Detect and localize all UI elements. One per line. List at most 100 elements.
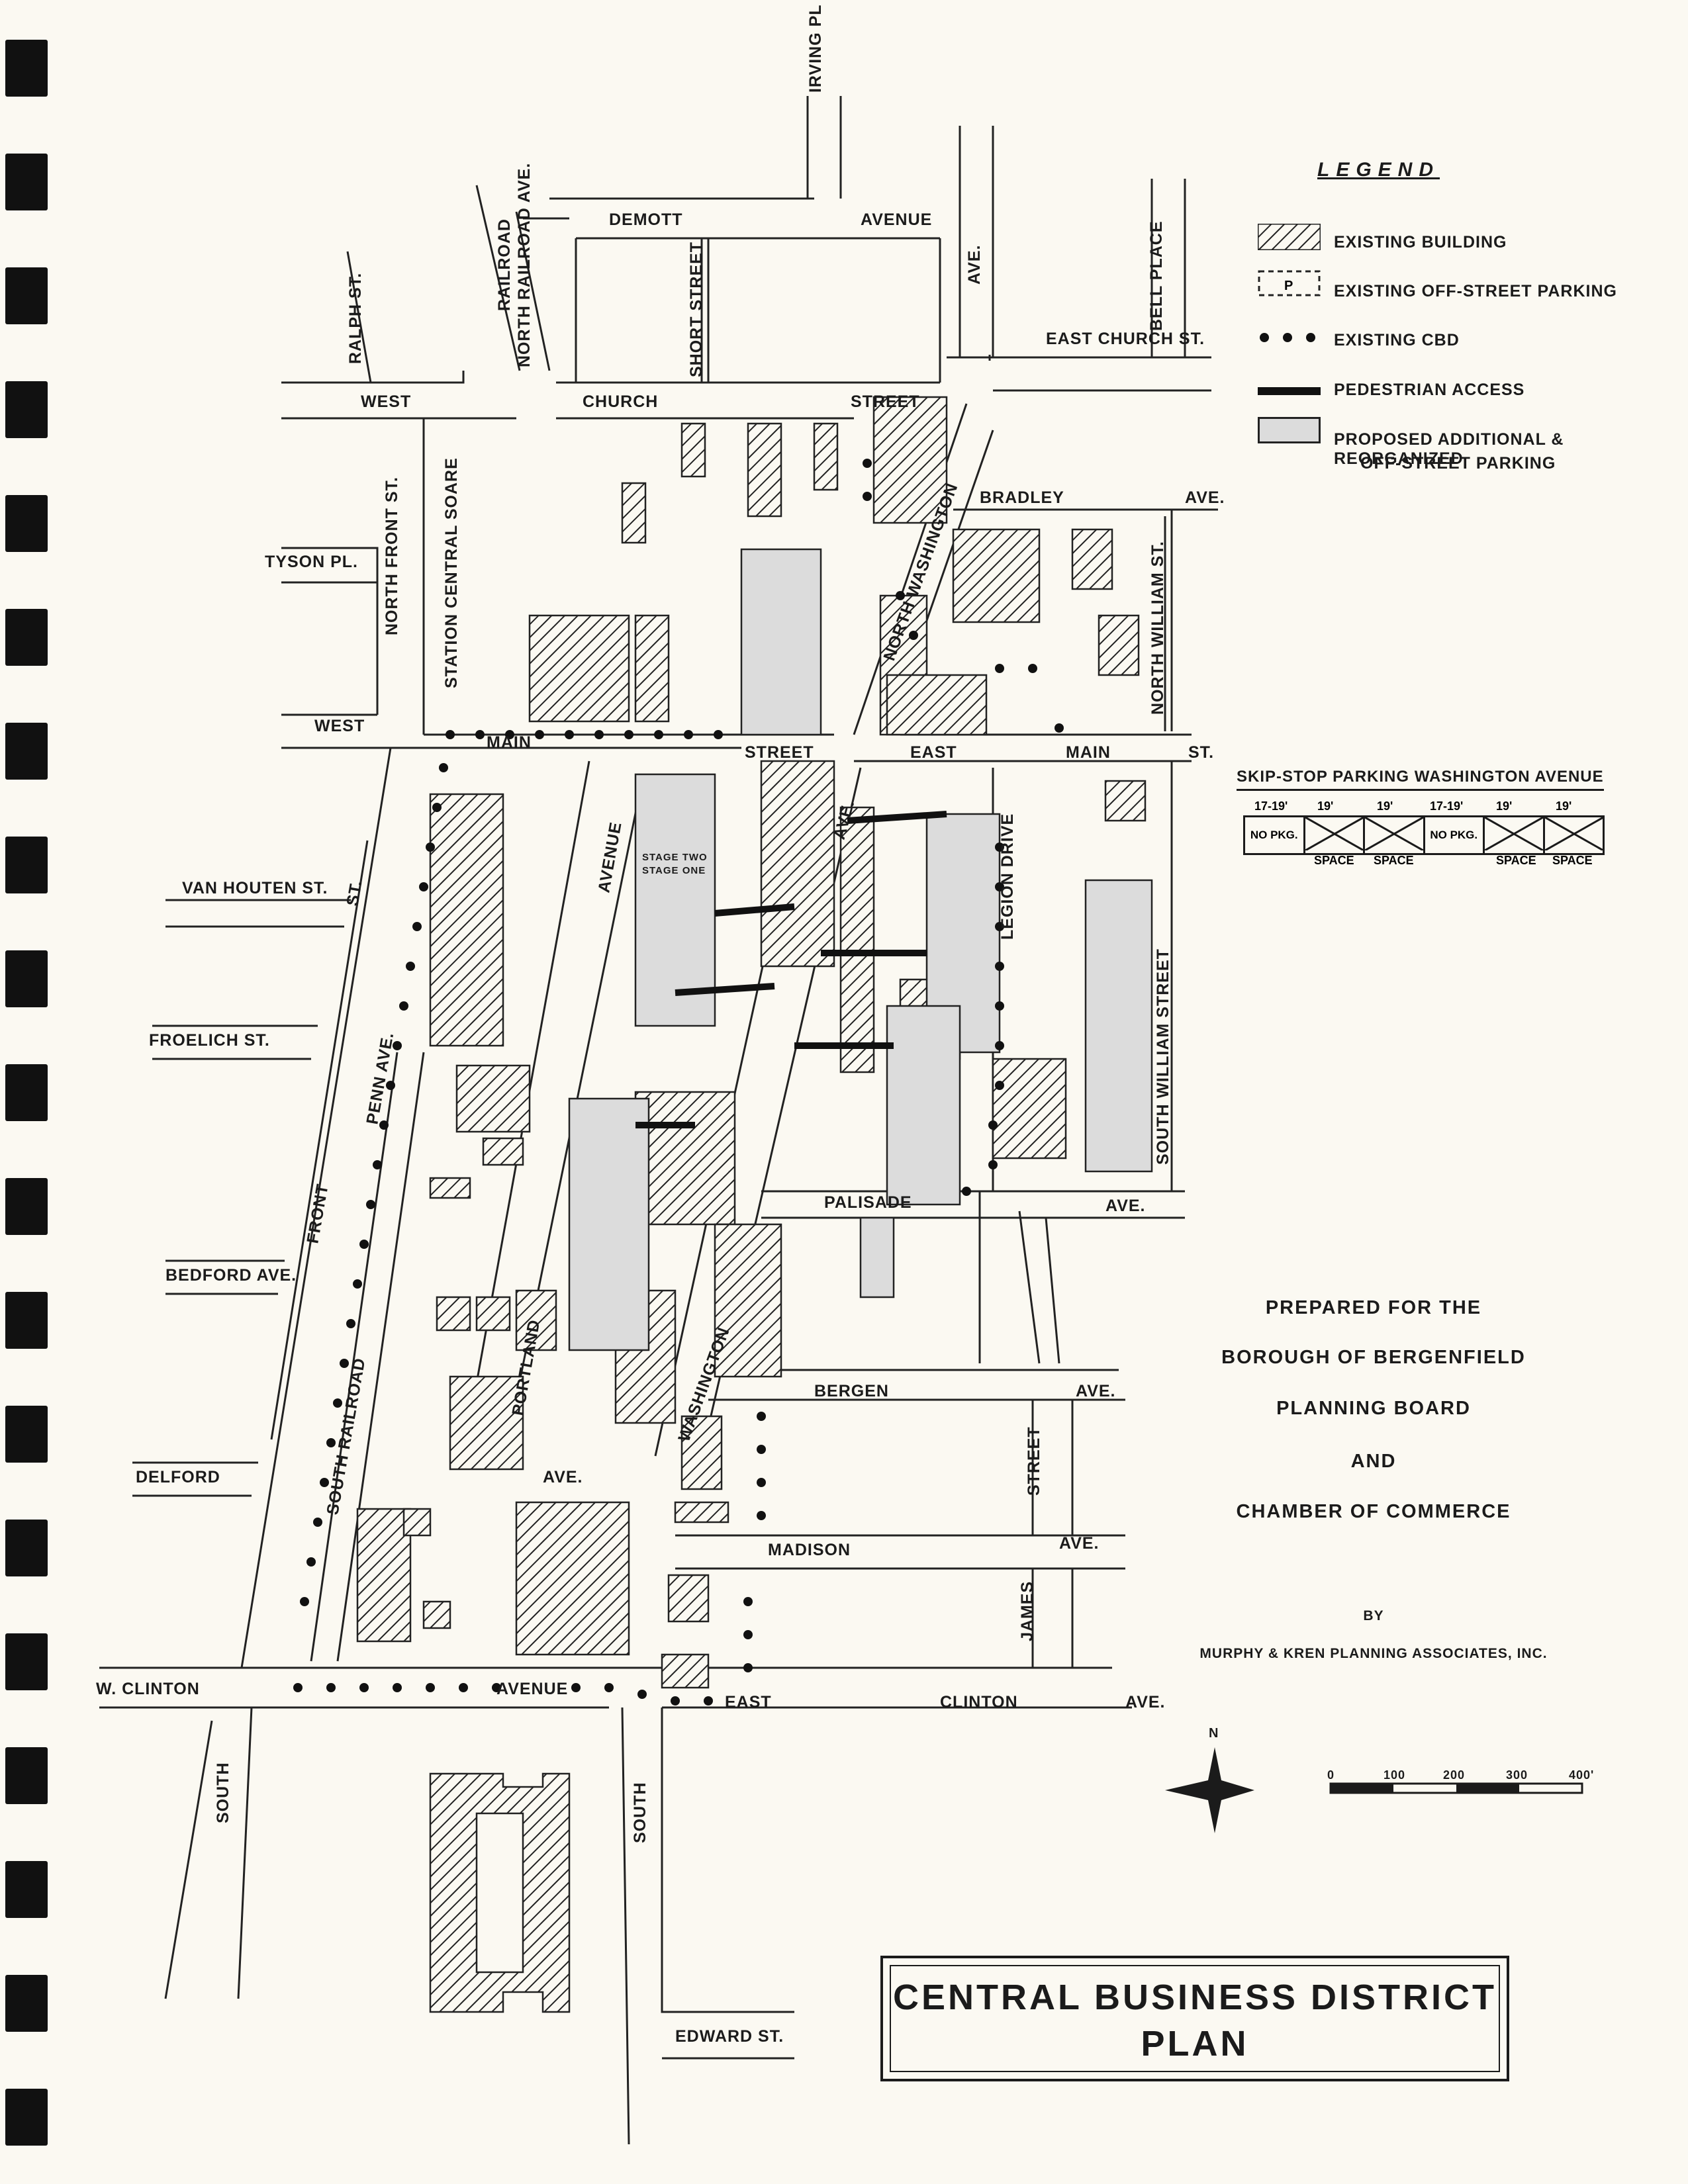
label-palisade-ave: AVE.: [1105, 1197, 1146, 1215]
scale-bar: 0 100 200 300 400': [1327, 1768, 1594, 1794]
binding-ring: [5, 1975, 48, 2032]
spiral-binding: [0, 0, 60, 2184]
label-clinton-ave: AVE.: [1125, 1693, 1166, 1711]
skip-dim-4: 17-19': [1430, 799, 1464, 813]
skip-cell-space-2: [1365, 817, 1425, 853]
label-madison: MADISON: [768, 1541, 851, 1559]
binding-ring: [5, 2089, 48, 2146]
label-short-street: SHORT STREET: [687, 242, 706, 377]
cbd-boundary: [293, 459, 1064, 1706]
label-front-st: ST.: [343, 879, 365, 907]
label-portland: PORTLAND: [508, 1318, 543, 1418]
label-main-street: STREET: [745, 743, 814, 762]
skip-cell-no-pkg-2: NO PKG.: [1425, 817, 1485, 853]
binding-ring: [5, 1861, 48, 1918]
scale-tick-300: 300: [1506, 1768, 1528, 1782]
label-bradley: BRADLEY: [980, 488, 1064, 507]
legend-existing-cbd: EXISTING CBD: [1334, 331, 1460, 349]
binding-ring: [5, 267, 48, 324]
prepared-line-4: AND: [1350, 1451, 1397, 1472]
label-stage-one: STAGE ONE: [642, 865, 706, 876]
legend-proposed-parking-2: OFF-STREET PARKING: [1360, 454, 1556, 473]
skip-stop-diagram: NO PKG. NO PKG.: [1243, 815, 1605, 855]
label-james-street: STREET: [1025, 1426, 1043, 1496]
label-bradley-ave: AVE.: [1185, 488, 1225, 507]
binding-ring: [5, 723, 48, 780]
label-ave: AVE.: [965, 245, 984, 285]
prepared-line-5: CHAMBER OF COMMERCE: [1236, 1501, 1511, 1522]
prepared-by: BY: [1363, 1608, 1384, 1623]
scale-tick-100: 100: [1383, 1768, 1405, 1782]
prepared-line-3: PLANNING BOARD: [1276, 1398, 1471, 1419]
binding-ring: [5, 1064, 48, 1121]
label-penn-ave: PENN AVE.: [363, 1030, 397, 1126]
skip-dim-6: 19': [1556, 799, 1572, 813]
north-arrow: N: [1165, 1726, 1254, 1833]
label-west-church: WEST: [361, 392, 411, 411]
label-north-railroad-ave: NORTH RAILROAD AVE.: [515, 163, 534, 367]
skip-dim-1: 17-19': [1254, 799, 1288, 813]
label-bedford-ave: BEDFORD AVE.: [165, 1266, 297, 1285]
label-east-church-st: EAST CHURCH ST.: [1046, 330, 1205, 348]
binding-ring: [5, 1178, 48, 1235]
title-line-2: PLAN: [1141, 2024, 1249, 2064]
legend-existing-building: EXISTING BUILDING: [1334, 233, 1507, 251]
binding-ring: [5, 1747, 48, 1804]
scale-tick-200: 200: [1443, 1768, 1465, 1782]
label-clinton: CLINTON: [940, 1693, 1018, 1711]
legend-pedestrian-access: PEDESTRIAN ACCESS: [1334, 381, 1525, 399]
label-portland-ave: AVE.: [543, 1468, 583, 1486]
label-bergen: BERGEN: [814, 1382, 889, 1400]
binding-ring: [5, 1633, 48, 1690]
label-bell-place: BELL PLACE: [1147, 221, 1166, 332]
scale-tick-400: 400': [1569, 1768, 1594, 1782]
label-main: MAIN: [487, 733, 532, 752]
label-front: FRONT: [303, 1182, 332, 1245]
binding-ring: [5, 609, 48, 666]
label-south-william-street: SOUTH WILLIAM STREET: [1154, 948, 1172, 1165]
legend-off-street-parking: EXISTING OFF-STREET PARKING: [1334, 282, 1617, 300]
label-w-clinton: W. CLINTON: [96, 1680, 200, 1698]
label-north-william-st: NORTH WILLIAM ST.: [1149, 541, 1167, 715]
skip-space-label-2: SPACE: [1374, 854, 1414, 867]
label-bergen-ave: AVE.: [1076, 1382, 1116, 1400]
skip-cell-space-4: [1544, 817, 1603, 853]
skip-cell-space-1: [1305, 817, 1365, 853]
label-south-washington: SOUTH: [631, 1782, 649, 1844]
skip-dim-5: 19': [1496, 799, 1513, 813]
binding-ring: [5, 495, 48, 552]
label-clinton-avenue: AVENUE: [496, 1680, 568, 1698]
legend-building-symbol: [1256, 222, 1322, 251]
skip-space-label-1: SPACE: [1314, 854, 1354, 867]
legend-parking-letter: P: [1284, 279, 1293, 293]
label-james: JAMES: [1018, 1581, 1037, 1641]
label-railroad: RAILROAD: [495, 218, 514, 311]
label-south-st: SOUTH: [214, 1762, 232, 1824]
label-stage-two: STAGE TWO: [642, 852, 708, 863]
label-north-front-st: NORTH FRONT ST.: [383, 477, 401, 635]
skip-cell-space-3: [1485, 817, 1545, 853]
label-ralph-st: RALPH ST.: [346, 273, 365, 364]
binding-ring: [5, 1520, 48, 1576]
skip-dim-3: 19': [1377, 799, 1393, 813]
label-froelich-st: FROELICH ST.: [149, 1031, 270, 1050]
prepared-firm: MURPHY & KREN PLANNING ASSOCIATES, INC.: [1199, 1646, 1548, 1661]
legend-pedestrian-symbol: [1258, 387, 1321, 395]
label-demott: DEMOTT: [609, 210, 683, 229]
label-east-clinton: EAST: [725, 1693, 772, 1711]
binding-ring: [5, 837, 48, 893]
label-palisade: PALISADE: [824, 1193, 912, 1212]
label-church: CHURCH: [583, 392, 658, 411]
label-irving-pl: IRVING PL: [806, 4, 825, 93]
existing-buildings: [356, 396, 1147, 2013]
legend-proposed-parking: PROPOSED ADDITIONAL & REORGANIZED: [1334, 430, 1564, 468]
skip-stop-title: SKIP-STOP PARKING WASHINGTON AVENUE: [1237, 768, 1604, 791]
prepared-line-2: BOROUGH OF BERGENFIELD: [1221, 1347, 1526, 1368]
label-main-st: ST.: [1188, 743, 1214, 762]
label-main-east: MAIN: [1066, 743, 1111, 762]
binding-ring: [5, 154, 48, 210]
binding-ring: [5, 950, 48, 1007]
street-network: [99, 96, 1218, 2145]
title-line-1: CENTRAL BUSINESS DISTRICT: [892, 1978, 1497, 2017]
